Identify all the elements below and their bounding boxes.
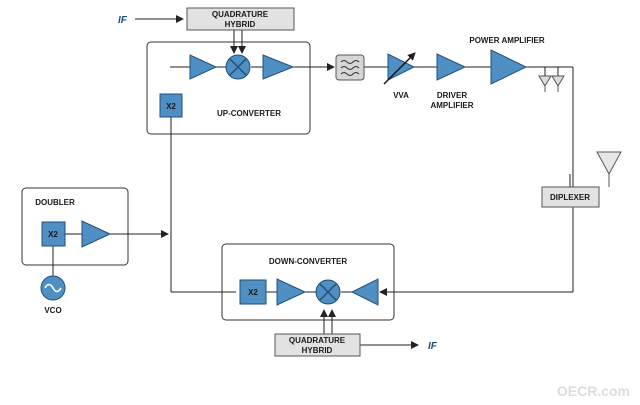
up-amplifier-2 [262, 54, 295, 80]
down-mixer-cross-b [319, 283, 337, 301]
x2-up-block [159, 93, 183, 118]
power-amplifier [490, 49, 528, 85]
quad-hybrid-bottom-label-1: QUADRATURE [289, 336, 346, 345]
x2-doubler-block [41, 221, 66, 247]
power-amplifier-label: POWER AMPLIFIER [469, 36, 544, 45]
down-amplifier-2 [276, 278, 307, 306]
quad-hybrid-top-label-1: QUADRATURE [212, 10, 269, 19]
quadrature-hybrid-bottom [274, 333, 361, 357]
driver-amplifier [436, 53, 467, 81]
vva-label: VVA [393, 91, 409, 100]
driver-amp-label-1: DRIVER [437, 91, 467, 100]
if-top-label: IF [118, 15, 128, 26]
filter-wave-1 [340, 60, 360, 64]
down-converter-label: DOWN-CONVERTER [269, 257, 347, 266]
if-bottom-label: IF [428, 341, 438, 352]
up-mixer-cross-b [229, 58, 247, 76]
coupler-1-icon [538, 75, 552, 87]
sine-wave-icon [44, 283, 62, 293]
coupler-2-icon [551, 75, 565, 87]
antenna-icon [596, 151, 622, 176]
filter-block [335, 54, 365, 81]
watermark: OECR.com [557, 383, 630, 399]
x2-down-label: X2 [248, 288, 258, 297]
quad-hybrid-bottom-label-2: HYBRID [302, 346, 333, 355]
diplexer-block [541, 186, 600, 208]
down-amplifier-1 [350, 278, 379, 306]
filter-wave-2 [340, 66, 360, 70]
doubler-amplifier [81, 220, 112, 248]
quadrature-hybrid-top [186, 7, 295, 31]
x2-doubler-label: X2 [48, 230, 58, 239]
up-converter-label: UP-CONVERTER [217, 109, 281, 118]
x2-up-label: X2 [166, 102, 176, 111]
x2-down-block [239, 279, 267, 305]
vva-variable-arrow [383, 52, 416, 85]
quad-hybrid-top-label-2: HYBRID [225, 20, 256, 29]
vco-label: VCO [44, 306, 61, 315]
diplexer-label: DIPLEXER [550, 193, 590, 202]
up-amplifier-1 [189, 54, 218, 80]
driver-amp-label-2: AMPLIFIER [430, 101, 473, 110]
doubler-label: DOUBLER [35, 198, 75, 207]
filter-wave-3 [340, 72, 360, 76]
